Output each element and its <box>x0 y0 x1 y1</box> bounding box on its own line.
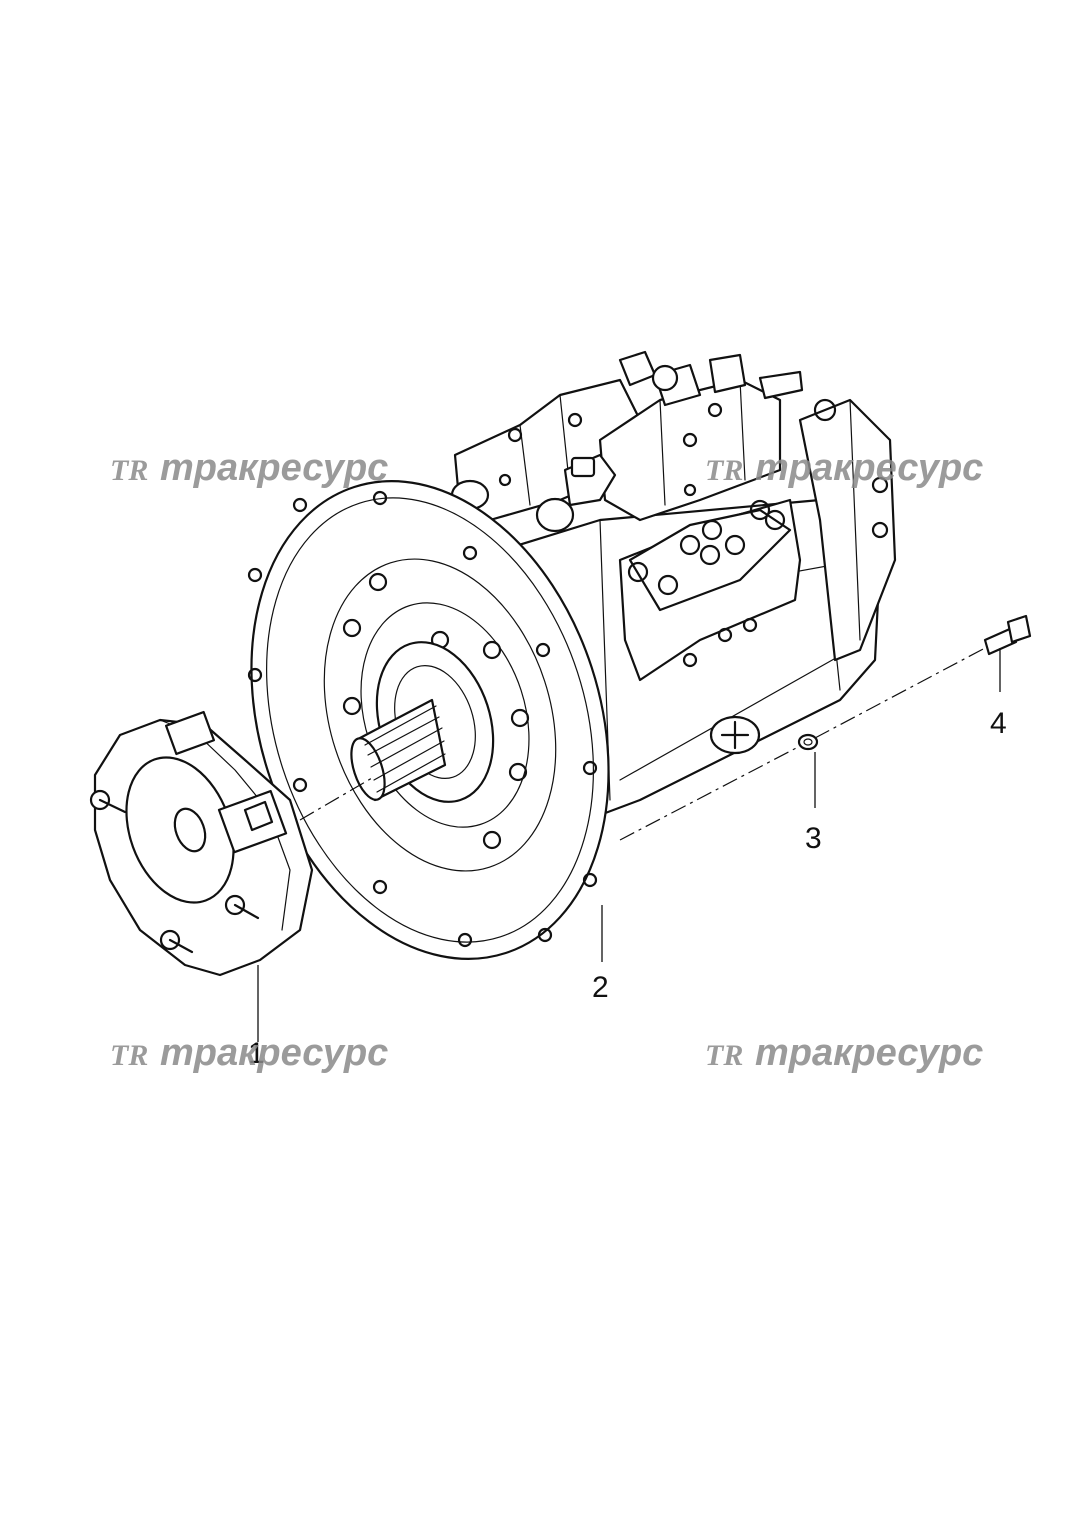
watermark-logo: TR <box>110 1039 148 1072</box>
watermark-top-right: TR тракресурс <box>705 447 983 489</box>
watermark-bottom-right: TR тракресурс <box>705 1032 983 1074</box>
callout-1: 1 <box>248 1037 265 1070</box>
callout-2: 2 <box>592 971 609 1004</box>
watermark-text: тракресурс <box>160 447 388 489</box>
bolt-axis <box>814 647 986 739</box>
callout-4: 4 <box>990 707 1007 740</box>
callout-3: 3 <box>805 822 822 855</box>
watermark-text: тракресурс <box>160 1032 388 1074</box>
watermark-bottom-left: TR тракресурс <box>110 1032 388 1074</box>
shaft-axis <box>299 777 373 821</box>
washer-axis <box>619 745 801 841</box>
mounting-flange <box>247 480 610 960</box>
watermark-top-left: TR тракресурс <box>110 447 388 489</box>
watermark-logo: TR <box>705 1039 743 1072</box>
watermark-logo: TR <box>110 454 148 487</box>
washer <box>797 733 819 751</box>
coupling <box>89 710 314 977</box>
watermark-text: тракресурс <box>755 1032 983 1074</box>
bolt <box>983 614 1032 656</box>
watermark-text: тракресурс <box>755 447 983 489</box>
watermark-logo: TR <box>705 454 743 487</box>
